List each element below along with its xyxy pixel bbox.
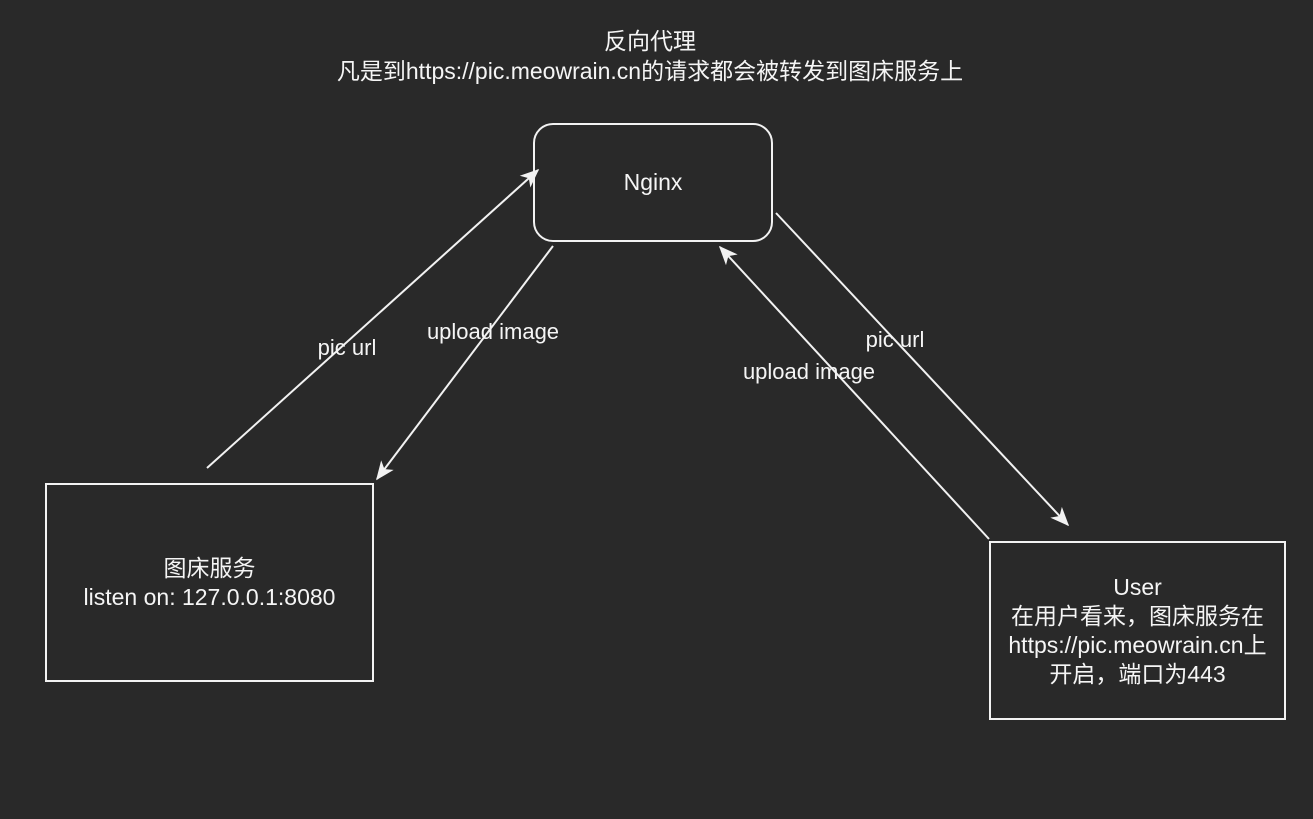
edge-label-pic-url-left: pic url <box>317 335 377 360</box>
edge-label-upload-image-right: upload image <box>742 359 876 384</box>
user-node-title: User <box>1113 573 1162 600</box>
nginx-node-label: Nginx <box>623 169 683 195</box>
diagram-title: 反向代理 凡是到https://pic.meowrain.cn的请求都会被转发到… <box>0 26 1300 86</box>
diagram-title-line2: 凡是到https://pic.meowrain.cn的请求都会被转发到图床服务上 <box>336 58 964 84</box>
image-service-node: 图床服务 listen on: 127.0.0.1:8080 <box>45 483 374 682</box>
image-service-node-listen: listen on: 127.0.0.1:8080 <box>83 583 336 610</box>
edge-label-pic-url-right: pic url <box>865 327 925 352</box>
user-node-desc-line2: https://pic.meowrain.cn上 <box>1008 631 1267 658</box>
diagram-title-line1: 反向代理 <box>604 28 696 54</box>
user-node-desc-line3: 开启，端口为443 <box>1049 660 1226 687</box>
user-node: User 在用户看来，图床服务在 https://pic.meowrain.cn… <box>989 541 1286 720</box>
user-node-desc-line1: 在用户看来，图床服务在 <box>1011 602 1264 629</box>
arrow-upload-image-left <box>376 245 554 481</box>
image-service-node-title: 图床服务 <box>163 554 256 581</box>
arrow-upload-image-right <box>718 245 990 540</box>
edge-label-upload-image-left: upload image <box>426 319 560 344</box>
nginx-node: Nginx <box>533 123 773 242</box>
